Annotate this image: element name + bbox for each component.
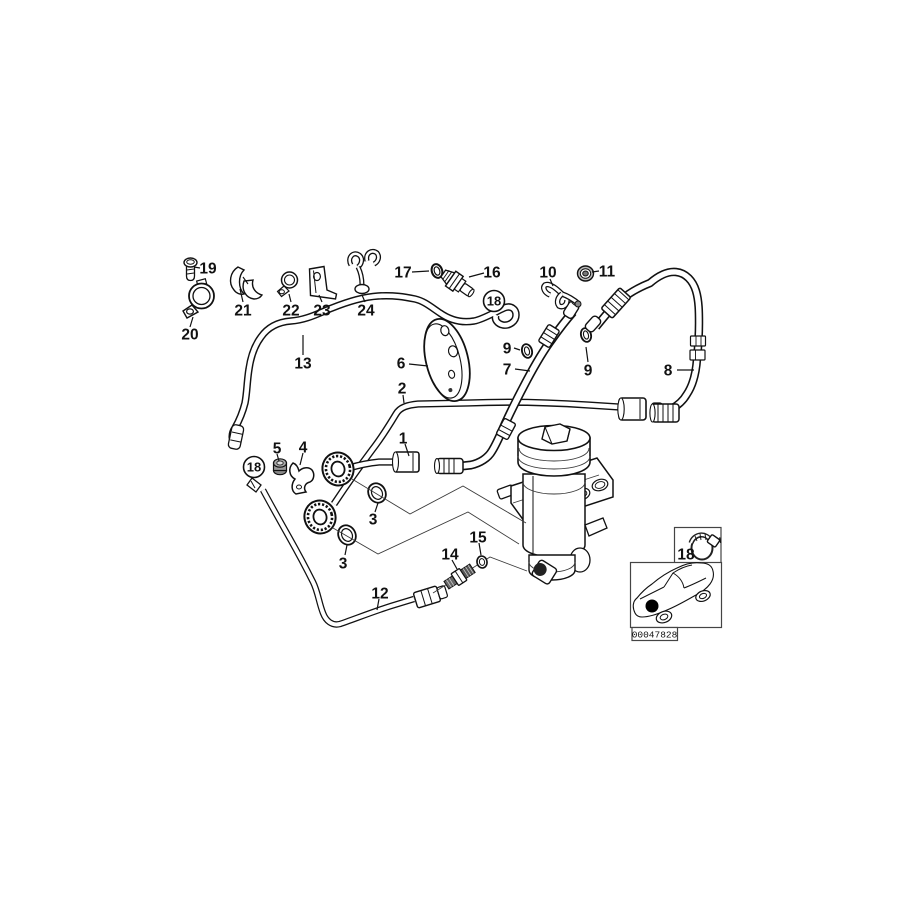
callout-2[interactable]: 2 bbox=[398, 381, 407, 398]
hose-7-crimp-upper bbox=[538, 324, 560, 348]
banjo-fitting-lower bbox=[303, 499, 337, 535]
hose-8-band-1 bbox=[689, 335, 707, 347]
o-ring-9a bbox=[520, 343, 534, 359]
heat-shield-6 bbox=[423, 318, 471, 402]
hose-8-band-2 bbox=[689, 349, 706, 361]
pipe-1-end-fitting bbox=[391, 451, 420, 473]
callout-15[interactable]: 15 bbox=[469, 530, 487, 547]
bracket-4 bbox=[289, 462, 315, 495]
callout-1[interactable]: 1 bbox=[399, 431, 408, 448]
housing-hex-plug bbox=[541, 423, 571, 445]
grommet-11 bbox=[576, 265, 595, 282]
part-code: 00047828 bbox=[632, 630, 678, 641]
pipe-clamp-20 bbox=[182, 278, 215, 319]
fitting-14 bbox=[443, 563, 476, 590]
callout-11[interactable]: 11 bbox=[599, 264, 616, 281]
callout-6[interactable]: 6 bbox=[397, 356, 406, 373]
hose-7-bottom-fitting bbox=[433, 457, 464, 475]
hose-clamp-18 bbox=[688, 532, 722, 561]
callout-17[interactable]: 17 bbox=[394, 265, 411, 282]
callout-22[interactable]: 22 bbox=[282, 303, 299, 320]
hose-8-nipple bbox=[584, 315, 602, 333]
o-ring-15 bbox=[476, 555, 488, 569]
callout-4[interactable]: 4 bbox=[299, 440, 308, 457]
callout-9[interactable]: 9 bbox=[584, 363, 593, 380]
pipe-13-end-sleeve bbox=[227, 424, 245, 450]
pipe-12-tip-cone bbox=[246, 477, 262, 493]
car-location-box bbox=[629, 561, 723, 629]
seal-ring-3a bbox=[367, 482, 387, 504]
screw-19 bbox=[183, 257, 198, 282]
location-dot bbox=[645, 599, 659, 613]
car-thumbnail bbox=[632, 562, 714, 624]
oil-filter-housing bbox=[496, 423, 614, 585]
pipe-12-union-nut bbox=[412, 585, 448, 609]
callout-3[interactable]: 3 bbox=[369, 512, 378, 529]
seal-ring-3b bbox=[337, 524, 357, 546]
pipe-clamp-22 bbox=[276, 271, 299, 298]
spring-clip-21 bbox=[229, 266, 264, 300]
callout-18[interactable]: 18 bbox=[487, 294, 501, 309]
nut-5 bbox=[272, 458, 288, 476]
o-ring-17 bbox=[430, 263, 444, 279]
callout-8[interactable]: 8 bbox=[664, 363, 673, 380]
callout-12[interactable]: 12 bbox=[371, 586, 388, 603]
callout-9[interactable]: 9 bbox=[503, 341, 512, 358]
fitting-16 bbox=[440, 269, 475, 298]
callout-24[interactable]: 24 bbox=[357, 303, 375, 320]
callout-23[interactable]: 23 bbox=[313, 303, 331, 320]
hose-7 bbox=[433, 299, 580, 475]
hose-7-crimp-lower bbox=[496, 418, 516, 440]
pipe-13 bbox=[227, 292, 520, 450]
callout-18[interactable]: 18 bbox=[247, 460, 261, 475]
callout-circle-18[interactable] bbox=[482, 289, 506, 313]
callout-21[interactable]: 21 bbox=[234, 303, 252, 320]
housing-body bbox=[522, 473, 586, 558]
connection-indicator-lines bbox=[332, 478, 528, 594]
callout-circle-18[interactable] bbox=[242, 455, 266, 479]
housing-bottom-port bbox=[531, 559, 558, 585]
hose-8-end-fitting bbox=[649, 403, 680, 423]
callout-5[interactable]: 5 bbox=[273, 441, 282, 458]
callout-16[interactable]: 16 bbox=[483, 265, 501, 282]
pipe-12 bbox=[246, 477, 448, 628]
pipe-1 bbox=[303, 451, 420, 535]
callout-19[interactable]: 19 bbox=[199, 261, 217, 278]
callout-10[interactable]: 10 bbox=[539, 265, 556, 282]
holder-clip-24 bbox=[347, 248, 382, 295]
leader-lines bbox=[189, 266, 694, 611]
bracket-23 bbox=[308, 265, 338, 300]
fork-clamp-10 bbox=[541, 281, 582, 310]
callout-3[interactable]: 3 bbox=[339, 556, 348, 573]
callout-14[interactable]: 14 bbox=[441, 547, 459, 564]
hose-8-crimp bbox=[601, 287, 631, 319]
callout-18[interactable]: 18 bbox=[677, 547, 695, 564]
callout-20[interactable]: 20 bbox=[181, 327, 198, 344]
hose-8 bbox=[584, 267, 707, 423]
part-code-box: 00047828 bbox=[631, 626, 679, 642]
callout-13[interactable]: 13 bbox=[294, 356, 312, 373]
callout-7[interactable]: 7 bbox=[503, 362, 512, 379]
banjo-fitting-upper bbox=[321, 451, 355, 487]
